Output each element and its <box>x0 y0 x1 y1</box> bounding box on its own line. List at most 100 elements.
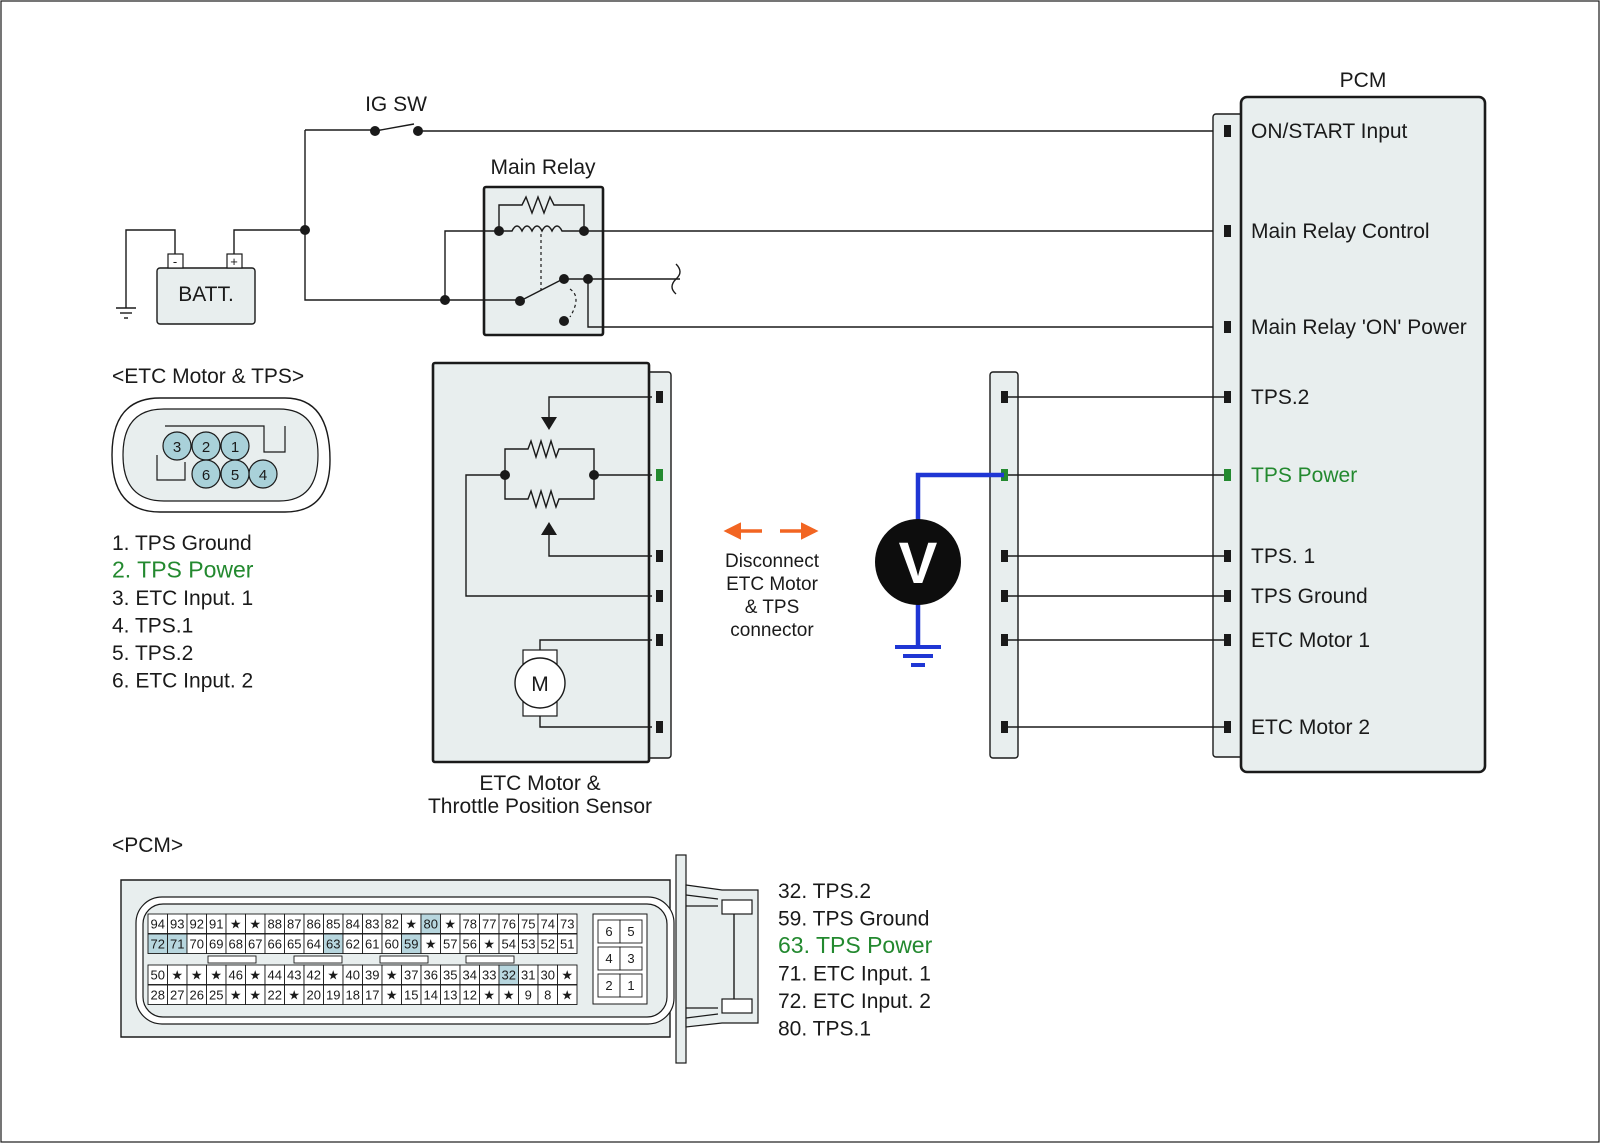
pcm-connector-pin-number: ★ <box>503 988 515 1003</box>
pcm-connector-key <box>465 955 515 964</box>
pcm-connector-key <box>379 955 429 964</box>
harness-terminal-pin <box>1001 550 1008 562</box>
pcm-connector-pin-number: 75 <box>521 917 535 932</box>
motor-label: M <box>531 673 549 696</box>
ig-sw-label: IG SW <box>365 93 427 116</box>
pcm-connector-pin-number: ★ <box>425 937 437 952</box>
pcm-connector-side-pin-number: 2 <box>605 978 612 993</box>
pcm-connector-pin-number: 46 <box>229 968 243 983</box>
pcm-title: PCM <box>1340 69 1387 92</box>
voltmeter[interactable]: V <box>875 472 1004 667</box>
etc-terminal-pin <box>656 391 663 403</box>
pcm-connector-title: <PCM> <box>112 834 183 857</box>
pcm-connector-pin-number: ★ <box>327 968 339 983</box>
pcm-connector-pin-number: 31 <box>521 968 535 983</box>
pcm-connector-pin-number: 76 <box>502 917 516 932</box>
pcm-connector-cell <box>557 964 578 985</box>
pcm-connector-pin-number: 60 <box>385 937 399 952</box>
pcm-connector-side-pin-number: 5 <box>627 924 634 939</box>
pcm-connector-pin-number: ★ <box>483 937 495 952</box>
pcm-connector-pin-number: 91 <box>209 917 223 932</box>
pcm-connector-pin-number: 22 <box>268 988 282 1003</box>
pcm-connector-pin-number: 34 <box>463 968 477 983</box>
pcm-connector-pin-number: ★ <box>483 988 495 1003</box>
battery-label: BATT. <box>178 283 234 306</box>
pcm-connector-pin-number: 87 <box>287 917 301 932</box>
pcm-connector-pin-number: 54 <box>502 937 516 952</box>
pcm-connector-pin-number: 26 <box>190 988 204 1003</box>
pcm-pin-list-item: 63. TPS Power <box>778 932 933 958</box>
pcm-terminal-pin <box>1224 721 1231 733</box>
etc-terminal-pin <box>656 550 663 562</box>
pcm-terminal-label: TPS.2 <box>1251 386 1309 409</box>
etc-terminal-pin <box>656 634 663 646</box>
pcm-connector-pin-number: ★ <box>191 968 203 983</box>
pcm-connector-pin-number: 86 <box>307 917 321 932</box>
etc-pin <box>191 459 221 489</box>
pcm-pin-list-item: 80. TPS.1 <box>778 1018 871 1041</box>
harness-terminal-pin <box>1001 391 1008 403</box>
pcm-pin-list-item: 72. ETC Input. 2 <box>778 990 931 1013</box>
pcm-connector-cell <box>557 913 578 934</box>
pcm-connector-pin-number: 92 <box>190 917 204 932</box>
pcm-connector-pin-number: 25 <box>209 988 223 1003</box>
pcm-connector-pin-number: 67 <box>248 937 262 952</box>
pcm-connector-pin-number: 9 <box>525 988 532 1003</box>
pcm-connector-pin-number: 37 <box>404 968 418 983</box>
pcm-connector-pin-number: 88 <box>268 917 282 932</box>
pcm-connector-pin-number: 36 <box>424 968 438 983</box>
pcm-connector-pin-number: 8 <box>544 988 551 1003</box>
pcm-connector-pin-number: 85 <box>326 917 340 932</box>
pcm-connector-pin-number: 43 <box>287 968 301 983</box>
pcm-connector-pin-number: ★ <box>249 968 261 983</box>
pcm-connector-pin-number: 19 <box>326 988 340 1003</box>
pcm-connector-pin-number: ★ <box>230 917 242 932</box>
etc-pin-number: 5 <box>231 467 239 484</box>
pcm-connector-pin-number: 83 <box>365 917 379 932</box>
harness-terminal-pin <box>1001 721 1008 733</box>
pcm-pin-list-item: 32. TPS.2 <box>778 880 871 903</box>
pcm-connector-pin-number: ★ <box>249 988 261 1003</box>
pcm-connector-pin-number: 70 <box>190 937 204 952</box>
pcm-connector-pin-number: ★ <box>210 968 222 983</box>
pcm-connector-pin-number: 74 <box>541 917 555 932</box>
pcm-terminal-pin <box>1224 321 1231 333</box>
pcm-terminal-pin <box>1224 391 1231 403</box>
harness-connector <box>989 371 1019 759</box>
pcm-connector-pin-number: ★ <box>386 968 398 983</box>
pcm-terminal-label: TPS Power <box>1251 464 1357 487</box>
etc-module-label-1: ETC Motor & <box>479 772 600 795</box>
etc-terminal-pin <box>656 590 663 602</box>
pcm-connector-pin-number: 27 <box>170 988 184 1003</box>
pcm-connector-pin-number: 59 <box>404 937 418 952</box>
pcm-connector-pin-number: 15 <box>404 988 418 1003</box>
pcm-pin-list-item: 59. TPS Ground <box>778 908 929 931</box>
pcm-terminal-pin <box>1224 550 1231 562</box>
pcm-connector-pin-number: 61 <box>365 937 379 952</box>
pcm-terminal-label: Main Relay Control <box>1251 220 1430 243</box>
etc-pin-number: 4 <box>259 467 267 484</box>
pcm-terminal-label: TPS. 1 <box>1251 545 1315 568</box>
pcm-connector-pin-number: 40 <box>346 968 360 983</box>
pcm-connector-pin-number: 73 <box>560 917 574 932</box>
pcm-connector-key <box>207 955 257 964</box>
pcm-connector-side-pin-number: 6 <box>605 924 612 939</box>
ig-switch: IG SW <box>365 93 427 136</box>
pcm-connector-pin-number: 53 <box>521 937 535 952</box>
pcm-connector-pin-number: 69 <box>209 937 223 952</box>
pcm-connector-side-cell <box>619 973 643 998</box>
pcm-connector-pin-number: ★ <box>444 917 456 932</box>
pcm-connector-pin-number: ★ <box>386 988 398 1003</box>
pcm-connector-side-pin-number: 3 <box>627 951 634 966</box>
etc-pin-number: 2 <box>202 439 210 456</box>
pcm-pin-list-item: 71. ETC Input. 1 <box>778 963 931 986</box>
pcm-connector-pin-number: 77 <box>482 917 496 932</box>
pcm-terminal-label: ETC Motor 1 <box>1251 629 1370 652</box>
pcm-connector-side-cell <box>619 919 643 944</box>
pcm-connector-pin-number: ★ <box>171 968 183 983</box>
pcm-connector-pin-number: 42 <box>307 968 321 983</box>
pcm-connector-pin-number: 84 <box>346 917 360 932</box>
